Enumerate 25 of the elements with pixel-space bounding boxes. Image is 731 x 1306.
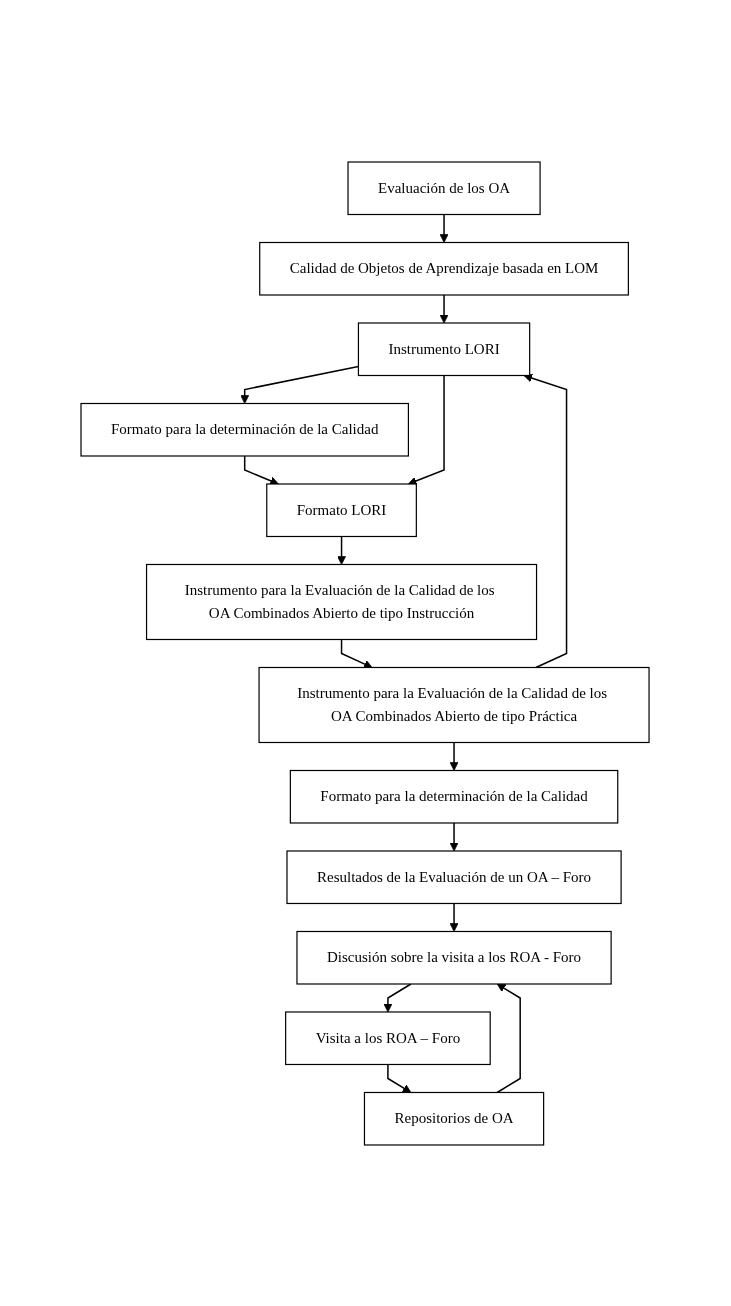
node-box: Calidad de Objetos de Aprendizaje basada en LOM: [259, 241, 630, 296]
arrow: [450, 821, 459, 851]
arrow: [440, 293, 449, 323]
node-box: Instrumento para la Evaluación de la Calidad de los OA Combinados Abierto de tipo Instrucción: [146, 563, 538, 640]
arrow: [408, 374, 446, 485]
arrow: [450, 741, 459, 771]
arrow: [387, 1063, 412, 1093]
node-box: Repositorios de OA: [364, 1091, 545, 1146]
node-box: Formato para la determinación de la Calidad: [80, 402, 410, 457]
arrow: [384, 982, 413, 1012]
node-box: Formato LORI: [266, 482, 418, 537]
node-box: Visita a los ROA – Foro: [285, 1010, 492, 1065]
arrow: [440, 213, 449, 243]
arrow: [524, 373, 568, 668]
arrow: [337, 535, 347, 565]
arrow: [450, 902, 459, 932]
node-box: Formato para la determinación de la Calidad: [290, 769, 619, 824]
node-box: Discusión sobre la visita a los ROA - Foro: [296, 930, 613, 985]
arrow: [496, 983, 522, 1093]
arrow: [244, 454, 280, 485]
arrow: [341, 638, 373, 668]
node-box: Instrumento LORI: [358, 321, 531, 376]
node-box: Evaluación de los OA: [347, 160, 542, 215]
node-box: Resultados de la Evaluación de un OA – Foro: [286, 849, 623, 904]
node-box: Instrumento para la Evaluación de la Calidad de los OA Combinados Abierto de tipo Práctica: [258, 666, 651, 743]
